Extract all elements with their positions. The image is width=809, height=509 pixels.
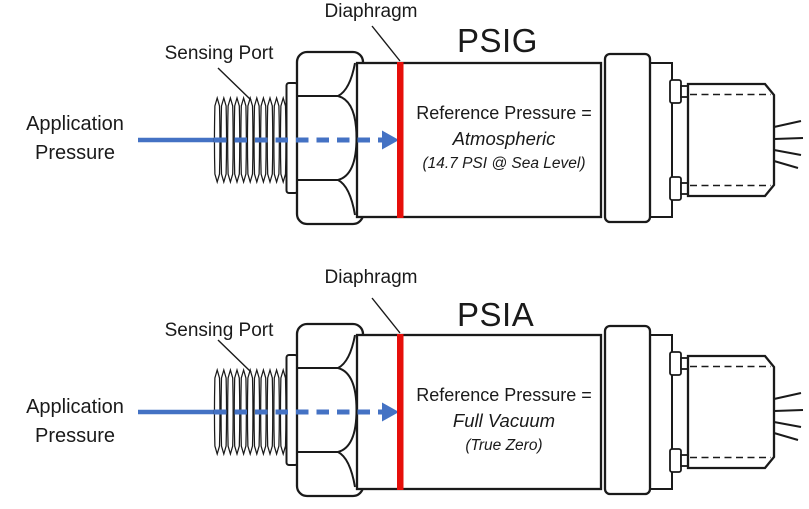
psig-sensing-port-label: Sensing Port xyxy=(164,43,274,64)
psig-title: PSIG xyxy=(457,22,538,59)
psia-diaphragm-label: Diaphragm xyxy=(324,267,418,288)
psig-reference-value: Atmospheric xyxy=(452,128,556,149)
psia-title: PSIA xyxy=(457,296,535,333)
psig-diaphragm-label: Diaphragm xyxy=(324,1,418,22)
psia-sensing-port-label: Sensing Port xyxy=(164,320,274,341)
psig-reference-note: (14.7 PSI @ Sea Level) xyxy=(422,155,586,172)
psia-reference-label: Reference Pressure = xyxy=(416,385,592,405)
psia-application-pressure-label: Application Pressure xyxy=(26,396,124,447)
psig-reference-label: Reference Pressure = xyxy=(416,103,592,123)
psia-reference-note: (True Zero) xyxy=(465,437,543,454)
psia-reference-value: Full Vacuum xyxy=(452,410,556,431)
psig-application-pressure-label: Application Pressure xyxy=(26,113,124,164)
psig-reference-pressure-text: Reference Pressure = Atmospheric (14.7 P… xyxy=(406,101,602,176)
psia-reference-pressure-text: Reference Pressure = Full Vacuum (True Z… xyxy=(406,383,602,458)
